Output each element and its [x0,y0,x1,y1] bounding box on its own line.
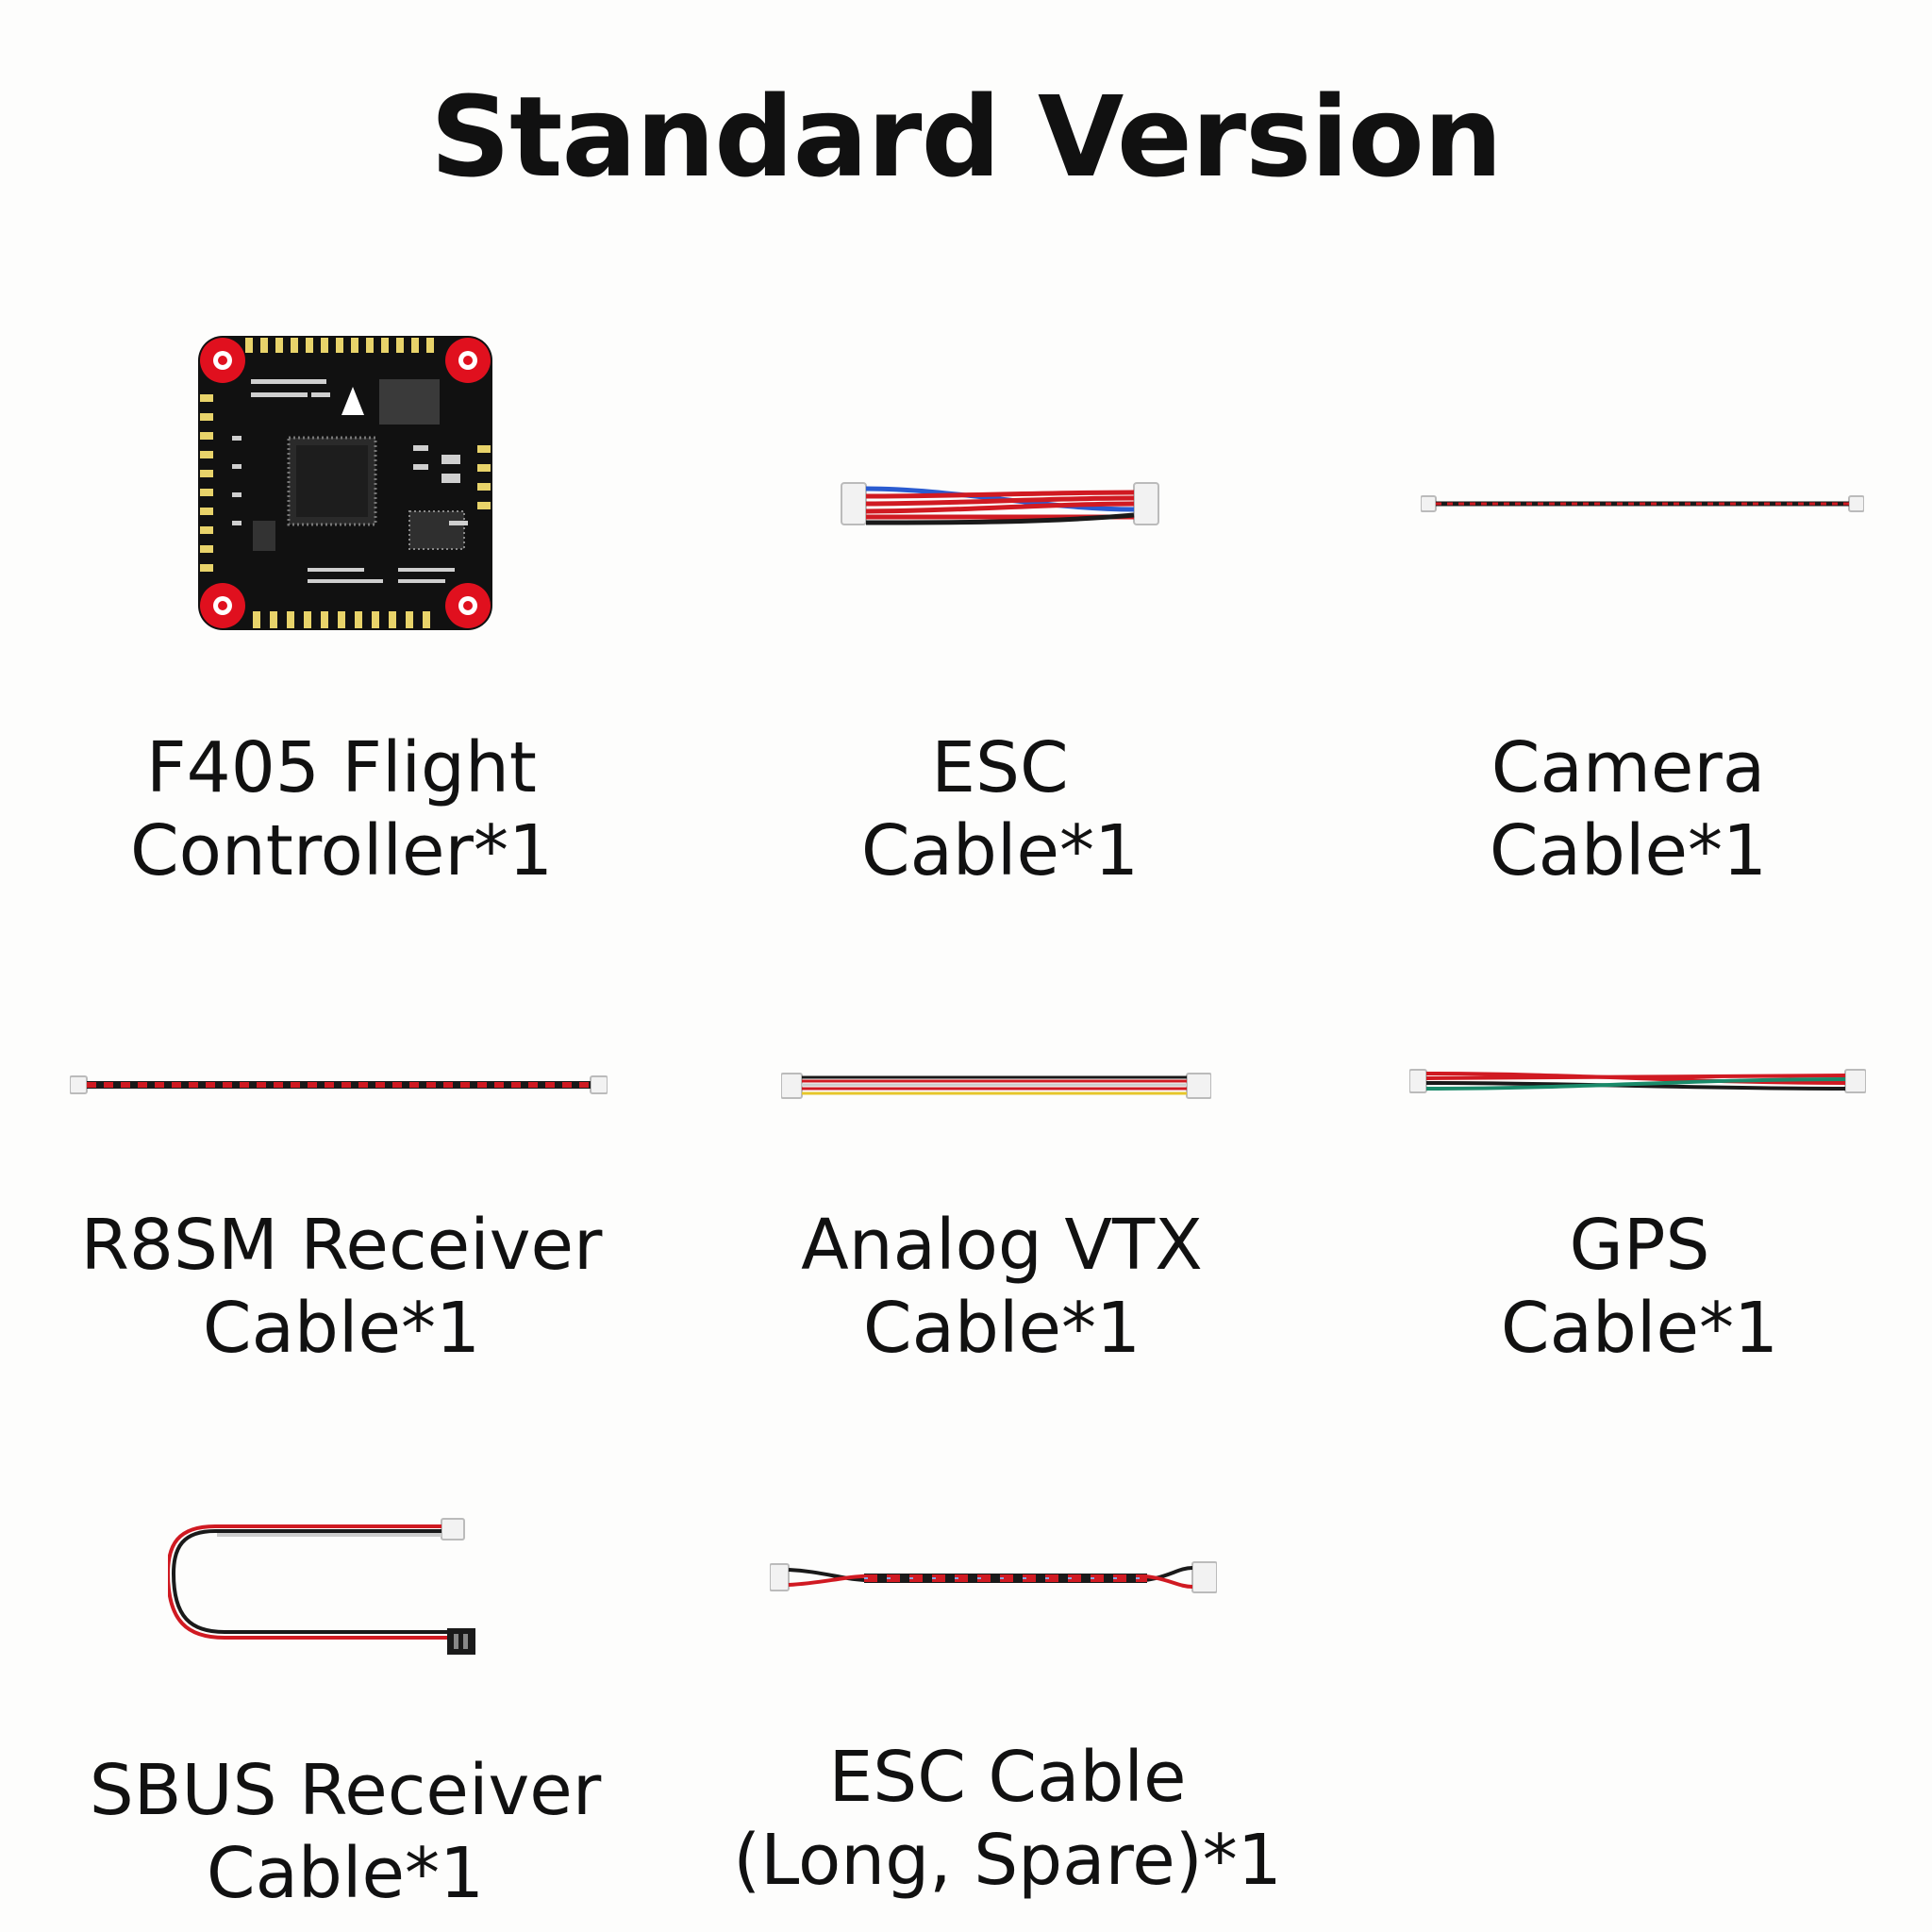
item-caption-esc-cable: ESC Cable*1 [860,727,1140,891]
item-caption-receiver-cable: R8SM Receiver Cable*1 [80,1205,603,1369]
item-caption-camera-cable: Camera Cable*1 [1489,727,1768,891]
item-caption-flight-controller: F405 Flight Controller*1 [129,727,554,891]
item-caption-sbus-cable: SBUS Receiver Cable*1 [89,1750,602,1914]
vtx-cable-image [781,1073,1211,1099]
camera-cable-image [1421,495,1864,512]
mount-holes [200,338,491,628]
item-caption-esc-cable-long: ESC Cable (Long, Spare)*1 [733,1737,1282,1901]
item-caption-gps-cable: GPS Cable*1 [1500,1205,1779,1369]
item-caption-vtx-cable: Analog VTX Cable*1 [801,1205,1203,1369]
gold-pads [200,338,491,628]
flight-controller-image [198,336,492,630]
gps-cable-image [1409,1069,1866,1093]
sbus-cable-image [168,1518,475,1655]
esc-cable-image [841,482,1159,525]
page-title: Standard Version [430,72,1503,202]
receiver-cable-image [70,1075,608,1094]
esc-cable-long-image [770,1561,1217,1593]
